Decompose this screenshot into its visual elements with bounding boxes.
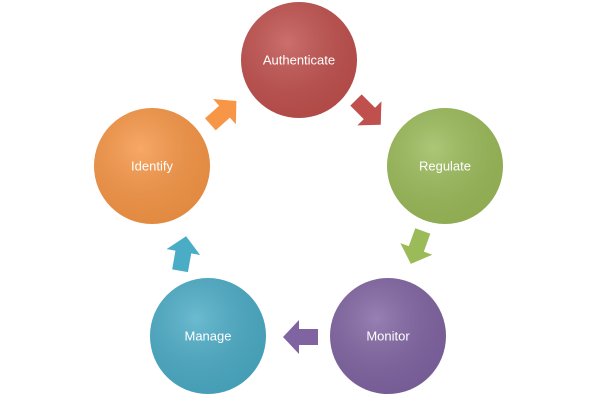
node-manage-label: Manage (185, 329, 232, 344)
arrow-monitor-to-manage-shape (283, 320, 318, 354)
arrow-identify-to-authenticate-shape (205, 99, 237, 131)
node-regulate-label: Regulate (419, 159, 471, 174)
node-identify: Identify (94, 108, 210, 224)
node-manage-shade (150, 278, 266, 394)
node-identify-shade (94, 108, 210, 224)
node-authenticate-label: Authenticate (263, 53, 335, 68)
node-monitor: Monitor (330, 278, 446, 394)
arrow-regulate-to-monitor-shape (400, 228, 433, 264)
node-regulate: Regulate (387, 108, 503, 224)
node-monitor-shade (330, 278, 446, 394)
arrow-identify-to-authenticate (205, 99, 237, 131)
node-regulate-shade (387, 108, 503, 224)
arrow-manage-to-identify-shape (166, 236, 201, 273)
node-monitor-label: Monitor (366, 329, 410, 344)
node-manage: Manage (150, 278, 266, 394)
arrow-monitor-to-manage (283, 320, 318, 354)
arrow-authenticate-to-regulate-shape (350, 94, 382, 126)
node-authenticate-shade (241, 2, 357, 118)
arrow-manage-to-identify (166, 236, 201, 273)
node-identify-label: Identify (131, 159, 173, 174)
node-authenticate: Authenticate (241, 2, 357, 118)
arrow-authenticate-to-regulate (350, 94, 382, 126)
arrow-regulate-to-monitor (400, 228, 433, 264)
